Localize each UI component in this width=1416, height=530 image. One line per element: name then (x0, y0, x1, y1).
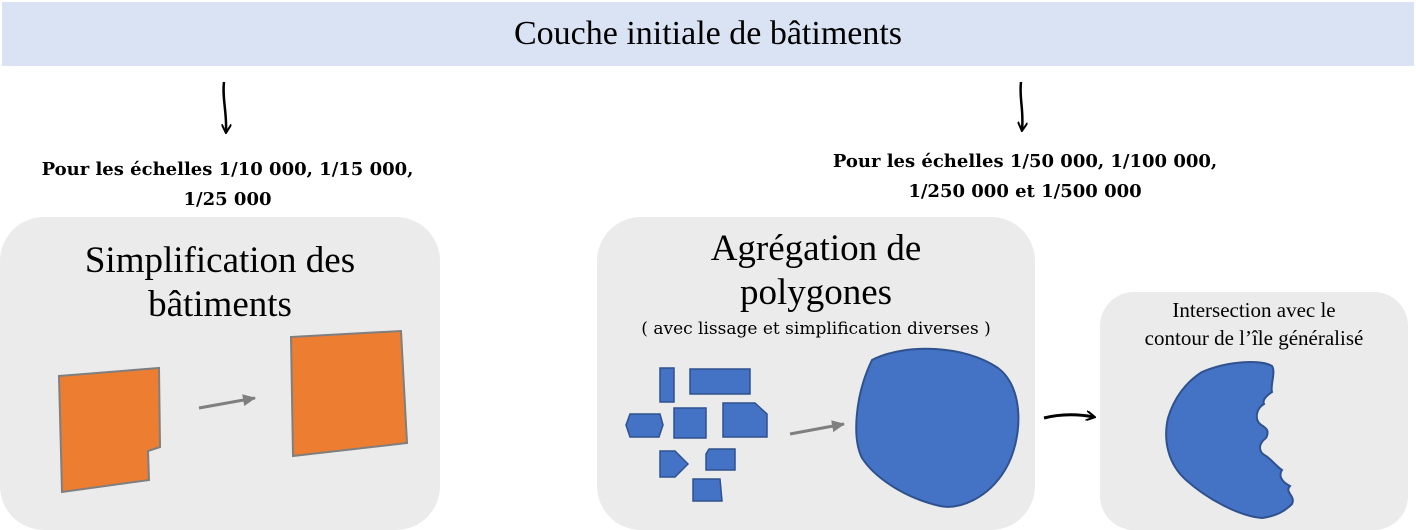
header-banner: Couche initiale de bâtiments (2, 2, 1414, 66)
small-building (692, 478, 723, 502)
intersection-title-line-2: contour de l’île généralisé (1144, 326, 1364, 350)
simplification-title-line-2: bâtiments (148, 284, 292, 325)
original-building-shape (57, 366, 162, 494)
simplification-title-line-1: Simplification des (84, 240, 356, 281)
small-building (722, 402, 768, 438)
aggregation-title: Agrégation de polygones (597, 227, 1035, 315)
right-scale-line-2: 1/250 000 et 1/500 000 (908, 181, 1142, 202)
small-building (705, 448, 736, 471)
arrow-down-right (1021, 81, 1023, 130)
left-scale-line-1: Pour les échelles 1/10 000, 1/15 000, (41, 159, 414, 180)
left-scale-line-2: 1/25 000 (183, 189, 272, 210)
right-scale-line-1: Pour les échelles 1/50 000, 1/100 000, (832, 151, 1218, 172)
intersection-island-shape (1165, 361, 1294, 520)
left-scale-label: Pour les échelles 1/10 000, 1/15 000, 1/… (20, 155, 435, 215)
simplified-building-shape (289, 329, 409, 458)
simplification-title: Simplification des bâtiments (0, 239, 440, 327)
simplification-arrow (198, 394, 256, 410)
aggregation-subtitle: ( avec lissage et simplification diverse… (641, 319, 991, 339)
small-building (659, 450, 690, 478)
right-scale-label: Pour les échelles 1/50 000, 1/100 000, 1… (800, 147, 1250, 207)
intersection-title-line-1: Intersection avec le (1172, 298, 1336, 322)
arrow-down-left (224, 81, 227, 132)
small-building (659, 367, 675, 403)
aggregation-title-line-2: polygones (739, 272, 893, 313)
aggregation-title-line-1: Agrégation de (710, 228, 922, 269)
header-title: Couche initiale de bâtiments (513, 15, 903, 52)
intersection-box: Intersection avec le contour de l’île gé… (1100, 292, 1408, 530)
intersection-title: Intersection avec le contour de l’île gé… (1100, 296, 1408, 352)
aggregation-arrow (789, 420, 845, 436)
arrow-to-intersection (1043, 415, 1094, 418)
small-building (625, 413, 664, 438)
small-buildings-group (625, 367, 768, 502)
small-building (673, 407, 707, 439)
small-building (689, 368, 751, 395)
aggregated-polygon-shape (855, 347, 1020, 508)
